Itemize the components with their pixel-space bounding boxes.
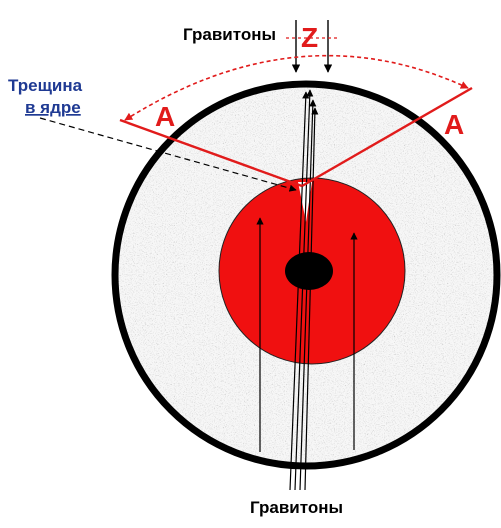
a-axis-lines (119, 86, 473, 188)
graviton-arrow (289, 91, 310, 491)
crack-label-line2: в ядре (25, 98, 81, 117)
a-axis-right-line (301, 86, 473, 188)
a-left-label: А (155, 101, 175, 132)
inner-core (285, 252, 333, 290)
graviton-arrow (299, 99, 317, 491)
graviton-arrows-up (256, 89, 358, 491)
crack-label-line1: Трещина (8, 76, 83, 95)
gravitons-top-label: Гравитоны (183, 25, 276, 44)
graviton-arrow (294, 89, 314, 491)
a-right-label: А (444, 109, 464, 140)
z-label: Z (301, 22, 318, 53)
crack-leader-line (39, 117, 297, 192)
gravitons-bottom-label: Гравитоны (250, 498, 343, 517)
graviton-arrows-down (291, 20, 333, 73)
a-axis-left-line (119, 118, 303, 188)
graviton-arrow (304, 107, 319, 491)
